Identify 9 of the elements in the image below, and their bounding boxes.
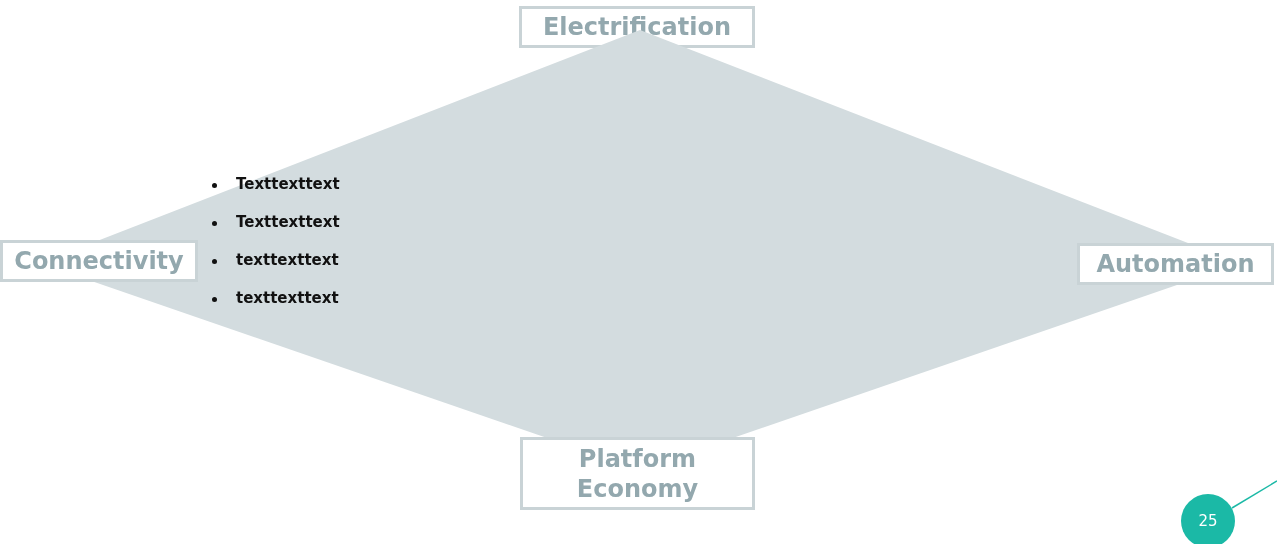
bullet-item: Texttexttext	[236, 213, 340, 231]
label-box: Automation	[1077, 243, 1274, 285]
label-box: Platform Economy	[520, 437, 755, 510]
page-number: 25	[1181, 494, 1235, 544]
label-box: Electrification	[519, 6, 755, 48]
bullet-item: texttexttext	[236, 251, 339, 269]
label-box: Connectivity	[0, 240, 198, 282]
bullet-item: Texttexttext	[236, 175, 340, 193]
bullet-item: texttexttext	[236, 289, 339, 307]
